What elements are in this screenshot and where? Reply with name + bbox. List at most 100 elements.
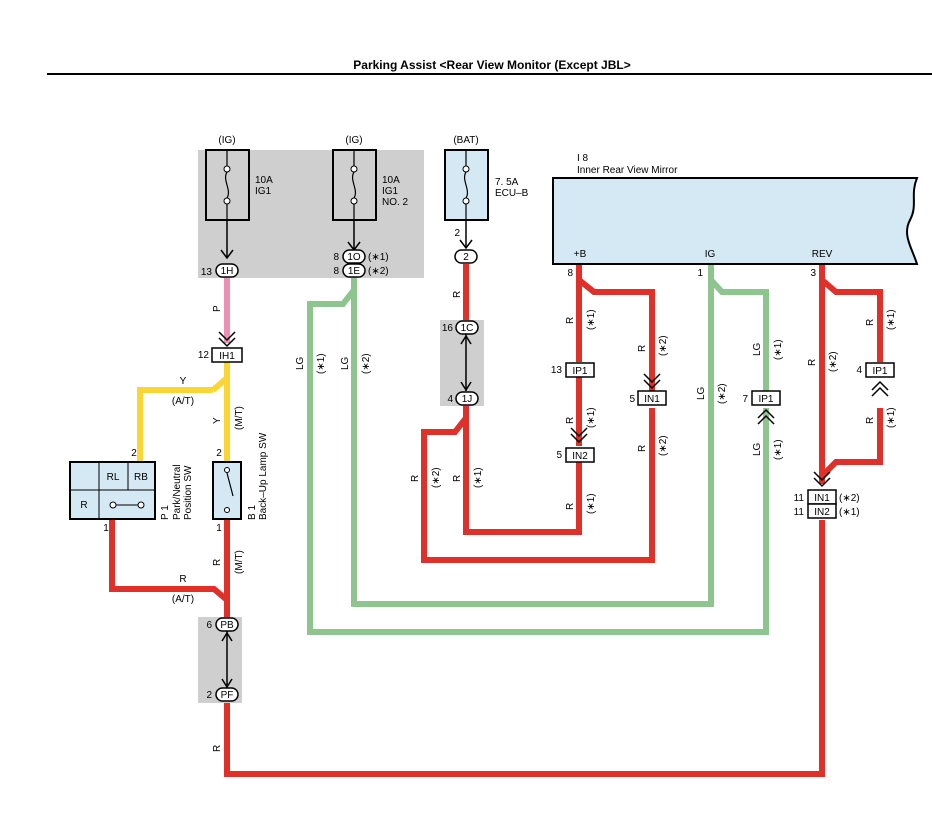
svg-text:P: P (212, 305, 223, 312)
connector-IP1-13: 13 IP1 (551, 362, 595, 378)
svg-text:LG: LG (752, 442, 763, 456)
svg-text:P 1: P 1 (160, 505, 171, 520)
fuse-ig1: (IG) 10A IG1 (205, 135, 273, 260)
svg-text:2: 2 (216, 448, 222, 459)
park-neutral-position-switch: RL RB R 2 1 P 1 Park/Neutral Position SW (69, 448, 194, 534)
svg-text:(∗2): (∗2) (431, 467, 442, 488)
svg-text:IG1: IG1 (382, 186, 399, 197)
svg-text:R: R (410, 475, 421, 482)
svg-text:1J: 1J (462, 394, 473, 405)
svg-text:12: 12 (198, 350, 210, 361)
svg-text:(A/T): (A/T) (172, 594, 194, 605)
back-up-lamp-switch: 2 1 B 1 Back–Up Lamp SW (212, 432, 269, 534)
svg-text:1: 1 (103, 523, 109, 534)
svg-text:RB: RB (134, 472, 148, 483)
svg-text:8: 8 (567, 268, 573, 279)
svg-text:1O: 1O (347, 252, 361, 263)
connector-PF: 2 PF (206, 687, 239, 702)
svg-text:(∗2): (∗2) (658, 335, 669, 356)
connector-1H: 13 1H (201, 263, 239, 278)
svg-text:B 1: B 1 (247, 505, 258, 520)
wire-red-1j-b (421, 408, 655, 563)
svg-text:Y: Y (180, 376, 187, 387)
svg-text:LG: LG (752, 342, 763, 356)
svg-text:LG: LG (340, 356, 351, 370)
svg-text:7: 7 (742, 394, 748, 405)
svg-text:LG: LG (295, 356, 306, 370)
wire-red-ip1-back (819, 408, 883, 479)
svg-text:R: R (565, 503, 576, 510)
svg-text:8: 8 (333, 266, 339, 277)
svg-text:13: 13 (551, 365, 563, 376)
svg-text:I 8: I 8 (577, 153, 589, 164)
svg-text:R: R (865, 417, 876, 424)
connector-IP1-7: 7 IP1 (742, 390, 781, 425)
wire-labels: P Y (A/T) Y (M/T) R (M/T) R (A/T) R LG (… (172, 291, 897, 752)
svg-text:REV: REV (812, 249, 833, 260)
svg-text:1: 1 (216, 523, 222, 534)
wire-red-1j-a (463, 406, 582, 535)
svg-text:(∗1): (∗1) (586, 407, 597, 428)
svg-text:(∗1): (∗1) (839, 507, 860, 518)
svg-text:LG: LG (696, 386, 707, 400)
connector-IN2-5: 5 IN2 (556, 427, 595, 463)
svg-text:2: 2 (463, 252, 469, 263)
svg-text:(A/T): (A/T) (172, 396, 194, 407)
connector-IH1: 12 IH1 (198, 331, 243, 363)
svg-text:(BAT): (BAT) (453, 135, 478, 146)
wire-yellow-at (137, 387, 213, 462)
svg-text:Back–Up Lamp SW: Back–Up Lamp SW (258, 432, 269, 520)
svg-text:2: 2 (131, 448, 137, 459)
svg-text:PB: PB (220, 620, 234, 631)
svg-text:13: 13 (201, 267, 213, 278)
wire-red-main (224, 520, 825, 777)
svg-text:IP1: IP1 (572, 366, 587, 377)
svg-text:(∗1): (∗1) (368, 252, 389, 263)
svg-text:1E: 1E (348, 266, 361, 277)
svg-text:R: R (865, 319, 876, 326)
svg-text:(∗1): (∗1) (773, 439, 784, 460)
svg-text:(M/T): (M/T) (234, 406, 245, 430)
svg-text:IG1: IG1 (255, 186, 272, 197)
fuse-ecu-b: (BAT) 7. 5A ECU–B 2 (444, 135, 529, 250)
svg-text:(∗2): (∗2) (828, 351, 839, 372)
svg-text:(∗1): (∗1) (586, 493, 597, 514)
svg-text:(∗1): (∗1) (886, 309, 897, 330)
svg-text:8: 8 (333, 252, 339, 263)
svg-text:IN2: IN2 (572, 451, 588, 462)
svg-text:1: 1 (697, 268, 703, 279)
svg-text:4: 4 (856, 365, 862, 376)
diagram-title: Parking Assist <Rear View Monitor (Excep… (353, 58, 630, 72)
connector-2: 2 (454, 249, 478, 264)
svg-text:2: 2 (454, 228, 460, 239)
connector-1O: 8 1O (∗1) (333, 249, 389, 264)
wire-green-1 (351, 264, 714, 607)
junction-block-ig (198, 150, 424, 278)
svg-text:(∗2): (∗2) (361, 353, 372, 374)
svg-text:R: R (212, 559, 223, 566)
fuse-ig1-no2: (IG) 10A IG1 NO. 2 (332, 135, 409, 252)
svg-text:(∗2): (∗2) (658, 435, 669, 456)
wire-red-rev-ip1 (820, 277, 883, 362)
svg-text:PF: PF (221, 690, 234, 701)
svg-text:R: R (212, 745, 223, 752)
wire-green-3 (708, 277, 769, 392)
svg-text:IN1: IN1 (644, 394, 660, 405)
svg-text:R: R (565, 317, 576, 324)
svg-text:1H: 1H (221, 266, 234, 277)
svg-text:IN2: IN2 (814, 507, 830, 518)
svg-text:(IG): (IG) (345, 135, 362, 146)
svg-text:R: R (637, 345, 648, 352)
svg-text:(∗2): (∗2) (839, 493, 860, 504)
svg-text:R: R (452, 291, 463, 298)
svg-text:7. 5A: 7. 5A (495, 177, 519, 188)
svg-text:Position SW: Position SW (183, 465, 194, 520)
svg-text:11: 11 (794, 507, 805, 518)
svg-text:(∗1): (∗1) (473, 467, 484, 488)
svg-text:4: 4 (447, 394, 453, 405)
svg-text:5: 5 (629, 394, 635, 405)
svg-text:10A: 10A (255, 175, 273, 186)
svg-text:(∗1): (∗1) (773, 339, 784, 360)
svg-text:R: R (80, 500, 87, 511)
